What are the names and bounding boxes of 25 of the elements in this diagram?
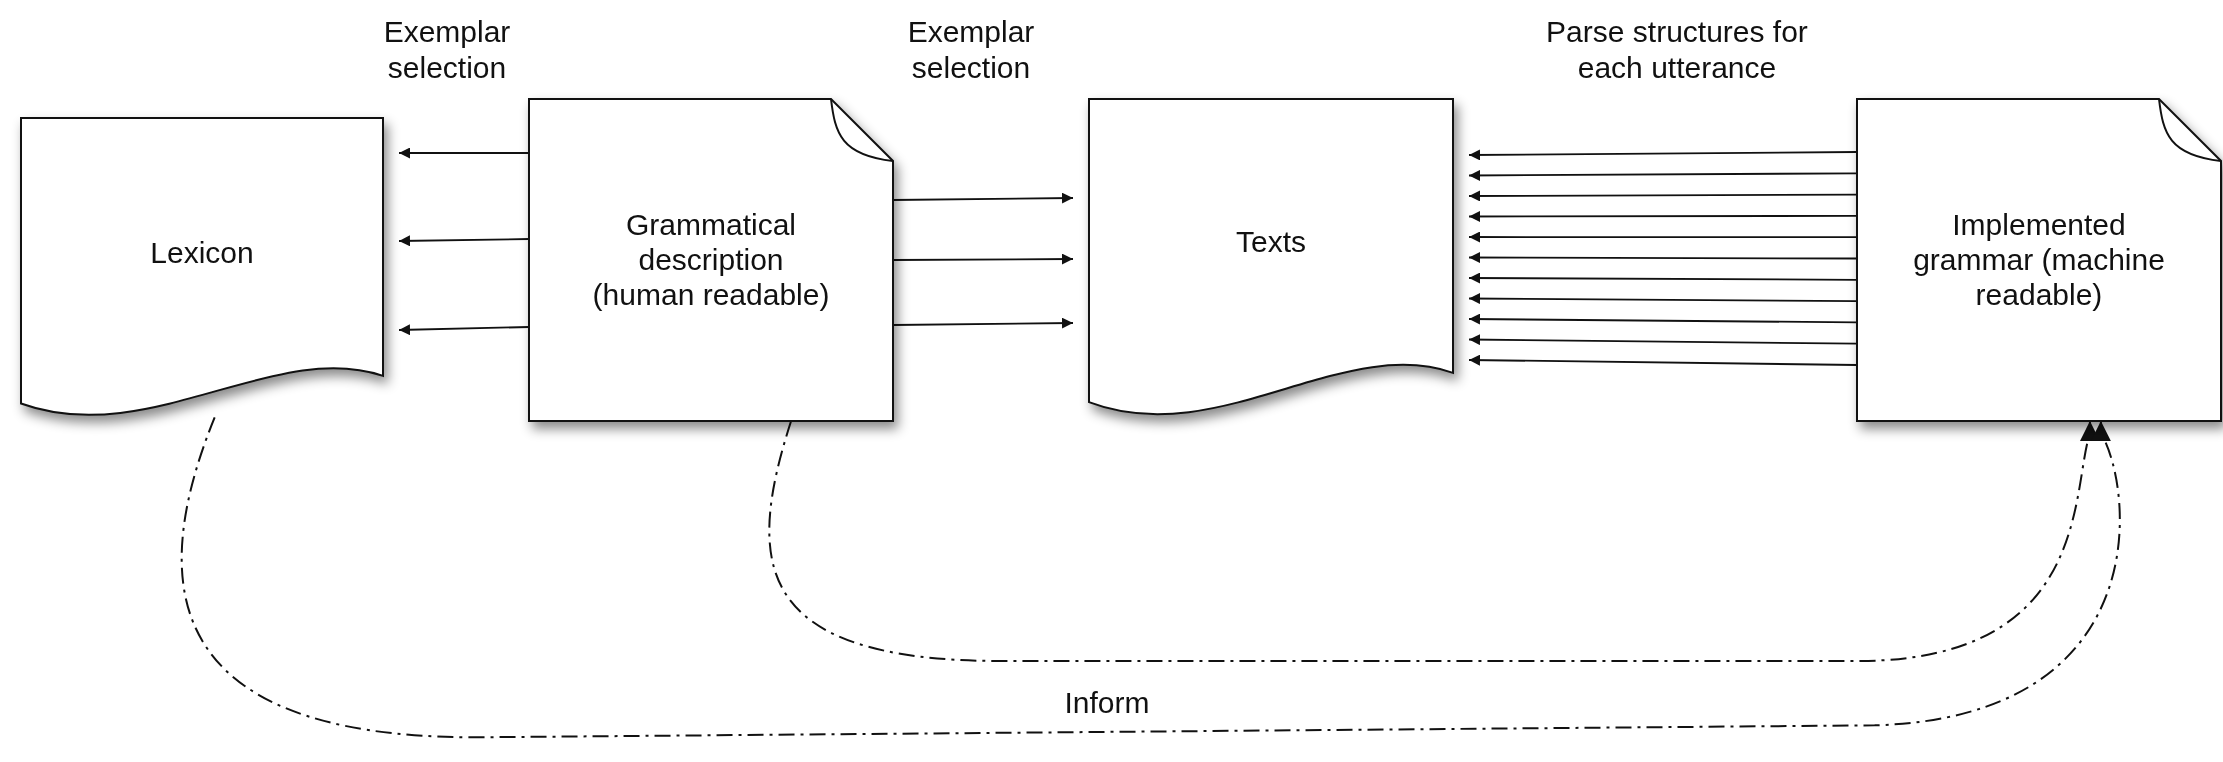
arrow <box>398 147 530 159</box>
arrow <box>1468 149 1858 161</box>
arrow <box>1468 231 1858 243</box>
arrow <box>1468 354 1858 366</box>
node-label: Implemented grammar (machine readable) <box>1912 207 2166 313</box>
node-label: Texts <box>1235 224 1307 260</box>
document-shape <box>1857 99 2221 421</box>
arrow <box>1468 169 1858 181</box>
arrow <box>1468 252 1858 264</box>
node-label: Lexicon <box>149 235 255 271</box>
document-shape <box>529 99 893 421</box>
arrow <box>1468 211 1858 222</box>
annotation-label: Parse structures for each utterance <box>1545 14 1809 86</box>
arrow <box>398 324 530 336</box>
arrow <box>1468 190 1858 202</box>
annotation-label: Inform <box>1063 685 1151 721</box>
node-label: Grammatical description (human readable) <box>591 207 831 313</box>
arrow <box>398 235 530 247</box>
arrow <box>1468 334 1858 346</box>
annotation-label: Exemplar selection <box>382 14 512 86</box>
annotation-label: Exemplar selection <box>906 14 1036 86</box>
arrow <box>1468 313 1858 325</box>
arrow <box>1468 293 1858 305</box>
arrow <box>1468 272 1858 284</box>
dash-dot-arrow <box>181 416 2121 739</box>
